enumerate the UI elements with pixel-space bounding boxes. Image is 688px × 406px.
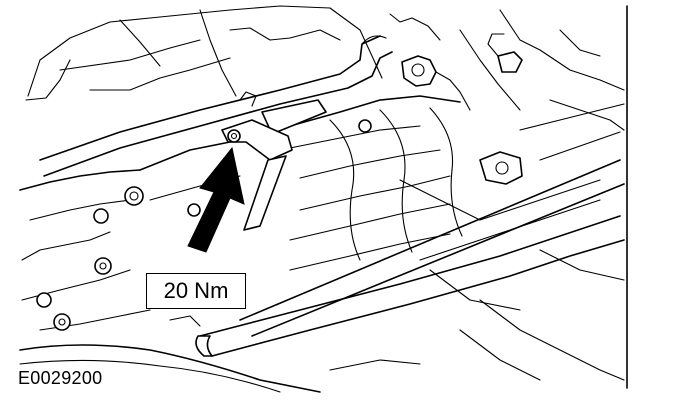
torque-value-label: 20 Nm <box>163 278 229 303</box>
torque-callout: 20 Nm <box>146 273 246 309</box>
figure-id-label: E0029200 <box>18 368 103 388</box>
torque-arrow <box>187 146 245 253</box>
